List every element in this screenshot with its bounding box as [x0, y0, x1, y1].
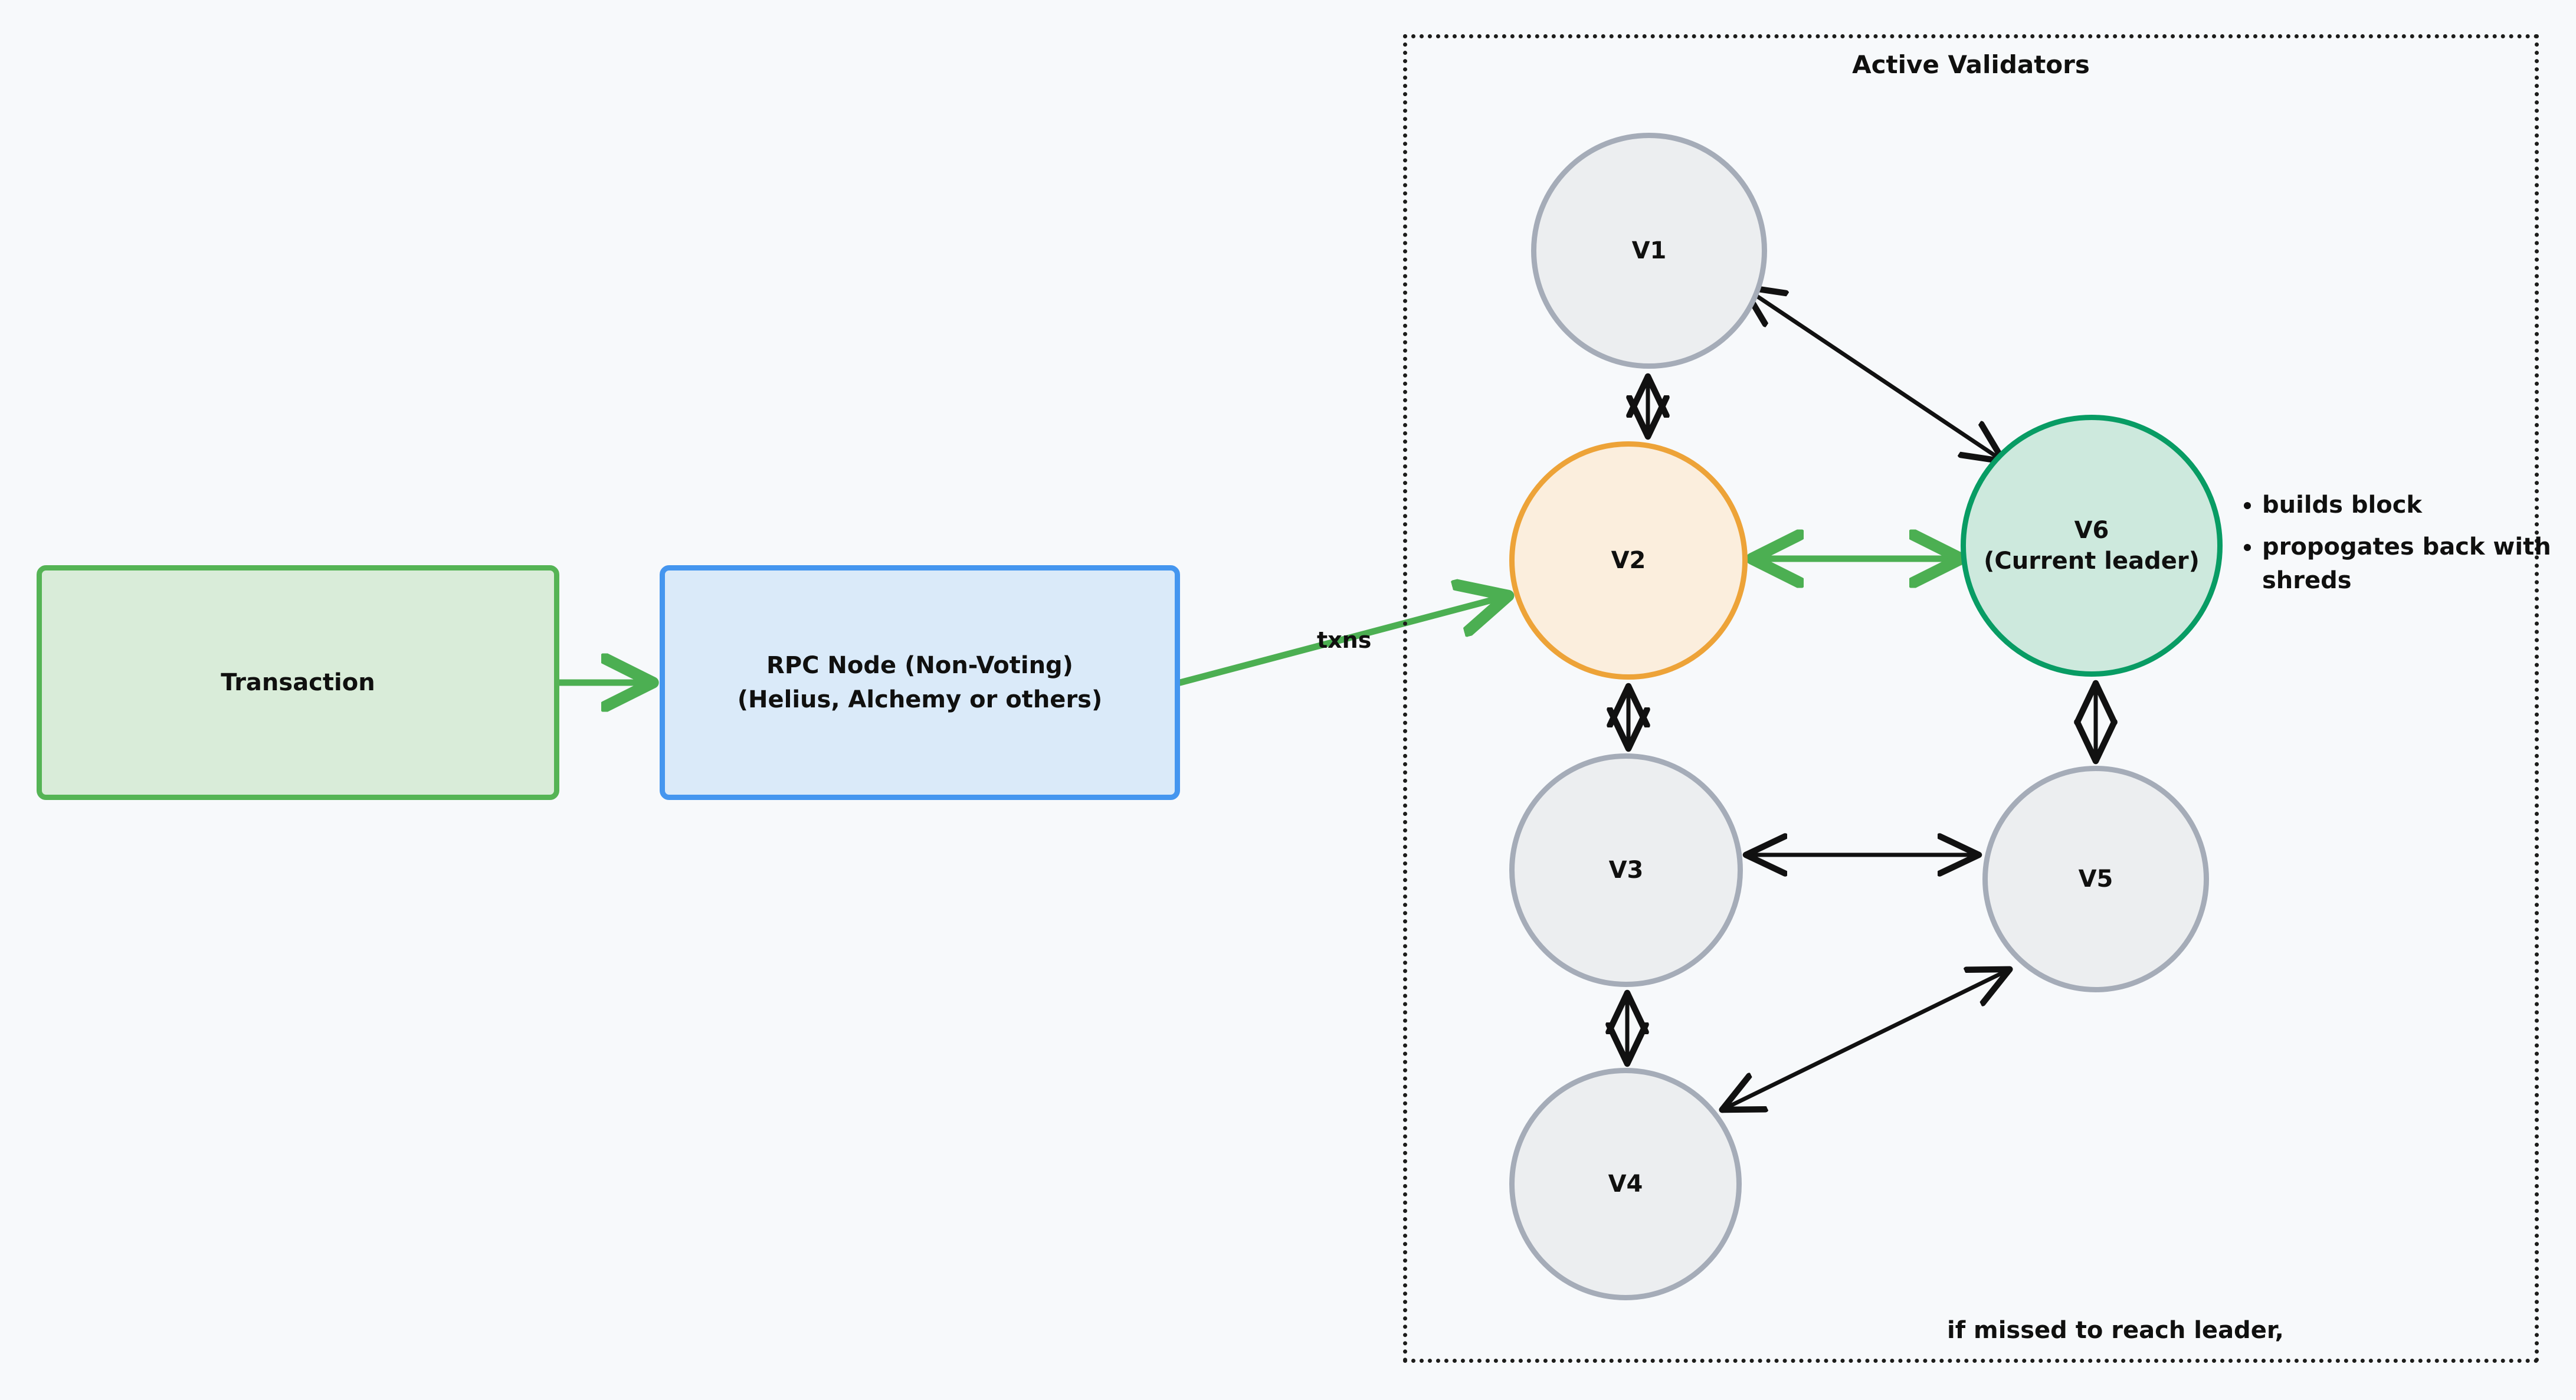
rpc-node-box-text: RPC Node (Non-Voting) (Helius, Alchemy o…	[738, 648, 1103, 717]
validator-node-v3-label: V3	[1608, 857, 1644, 884]
validator-node-v5[interactable]: V5	[1982, 766, 2209, 992]
validator-node-v2[interactable]: V2	[1509, 441, 1748, 680]
validator-node-v1-label: V1	[1631, 237, 1667, 264]
transaction-box[interactable]: Transaction	[37, 565, 559, 800]
validator-node-v1[interactable]: V1	[1531, 133, 1767, 369]
transaction-box-label: Transaction	[221, 669, 375, 696]
validator-node-v5-label: V5	[2078, 865, 2113, 893]
gossip-expiry-note: if missed to reach leader, stays in goss…	[1947, 1245, 2453, 1400]
validator-node-v6-label: V6	[2074, 517, 2109, 544]
txns-edge-label: txns	[1317, 627, 1372, 653]
validator-node-v6-sublabel: (Current leader)	[1984, 547, 2200, 575]
leader-note-item: builds block	[2262, 488, 2576, 522]
active-validators-group	[1403, 34, 2539, 1363]
gossip-expiry-note-line1: if missed to reach leader,	[1947, 1317, 2284, 1344]
validator-node-v6-leader[interactable]: V6 (Current leader)	[1961, 415, 2223, 677]
rpc-node-box-line2: (Helius, Alchemy or others)	[737, 686, 1103, 713]
rpc-node-box[interactable]: RPC Node (Non-Voting) (Helius, Alchemy o…	[660, 565, 1180, 800]
validator-node-v4-label: V4	[1608, 1171, 1643, 1198]
validator-node-v4[interactable]: V4	[1509, 1068, 1742, 1300]
leader-note-item: propogates back with shreds	[2262, 530, 2576, 598]
validator-node-v3[interactable]: V3	[1509, 753, 1743, 987]
rpc-node-box-line1: RPC Node (Non-Voting)	[766, 652, 1073, 679]
active-validators-title: Active Validators	[1852, 50, 2090, 79]
validator-node-v2-label: V2	[1611, 547, 1646, 574]
leader-notes: builds block propogates back with shreds	[2236, 488, 2576, 597]
